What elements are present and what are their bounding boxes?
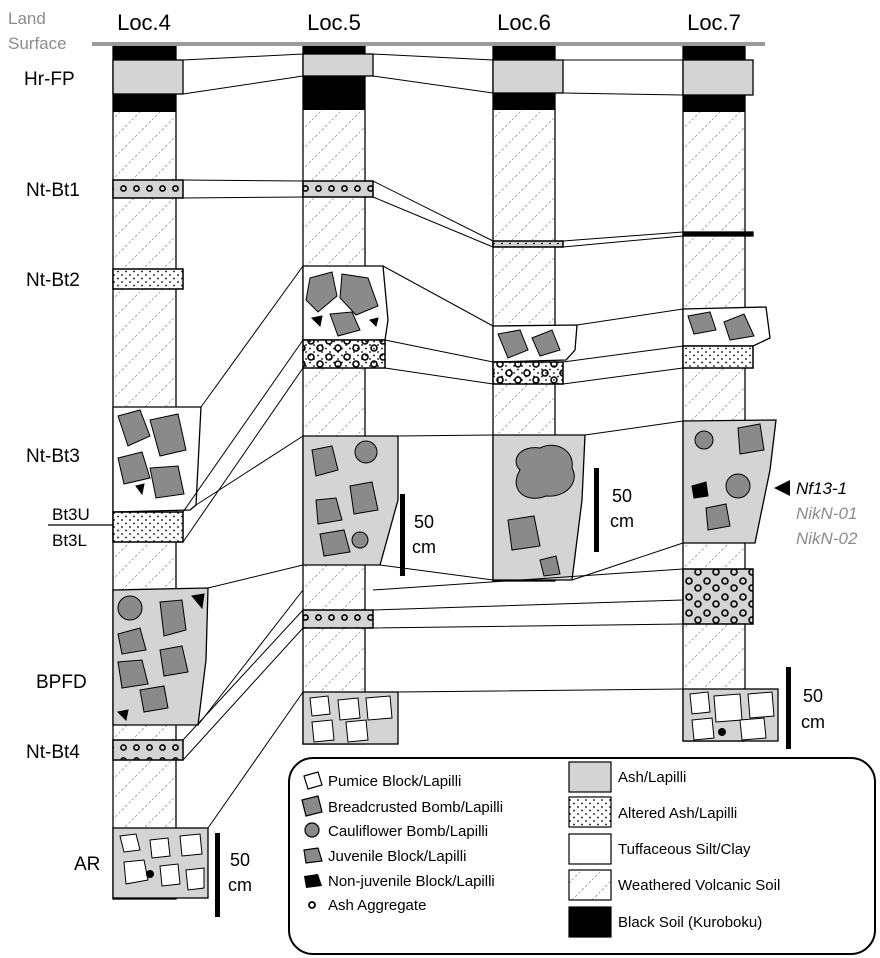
layer-labels: Hr-FP Nt-Bt1 Nt-Bt2 Nt-Bt3 Bt3U Bt3L BPF… [24,69,100,875]
legend-cauliflower-label: Cauliflower Bomb/Lapilli [328,823,488,840]
svg-text:50: 50 [414,512,434,532]
loc-6-label: Loc.6 [497,10,551,35]
juvenile-block-icon [304,848,322,863]
layer-label-bpfd: BPFD [36,672,87,693]
svg-text:Land: Land [8,9,46,28]
scale-bar-loc5: 50 cm [400,494,436,576]
black-soil-layers [113,44,745,112]
tuffaceous-silt-swatch [569,834,611,864]
correlation-lines [183,54,683,828]
scale-bar-loc4: 50 cm [215,833,252,917]
legend-pumice-label: Pumice Block/Lapilli [328,773,461,790]
svg-text:cm: cm [610,511,634,531]
legend-juvenile-label: Juvenile Block/Lapilli [328,848,466,865]
legend-weathered-label: Weathered Volcanic Soil [618,877,780,894]
svg-text:50: 50 [230,850,250,870]
breadcrusted-bomb-icon [302,796,322,816]
scale-bar-loc7: 50 cm [786,667,825,749]
scale-bar-loc6: 50 cm [594,468,634,552]
nt-bt2-layers [113,266,770,384]
weathered-soil-swatch [569,870,611,900]
svg-text:Surface: Surface [8,34,67,53]
legend-ash-aggregate-label: Ash Aggregate [328,897,426,914]
nt-bt3-layers [113,407,776,580]
cauliflower-bomb-icon [305,823,319,837]
legend-ash-label: Ash/Lapilli [618,769,686,786]
nt-bt1-layers [113,180,753,247]
layer-label-bt3l: Bt3L [52,531,87,550]
layer-label-nt-bt4: Nt-Bt4 [26,742,80,763]
layer-label-bt3u: Bt3U [52,505,90,524]
legend: Pumice Block/Lapilli Breadcrusted Bomb/L… [289,758,875,954]
layer-label-nt-bt1: Nt-Bt1 [26,180,80,201]
column-loc5 [303,44,365,744]
location-headings: Loc.4 Loc.5 Loc.6 Loc.7 [117,10,741,35]
land-surface-label: Land Surface [8,9,67,53]
layer-label-nt-bt2: Nt-Bt2 [26,270,80,291]
legend-black-soil-label: Black Soil (Kuroboku) [618,914,762,931]
svg-text:50: 50 [803,686,823,706]
layer-label-hr-fp: Hr-FP [24,69,75,90]
column-loc7 [683,44,745,741]
svg-text:cm: cm [228,875,252,895]
svg-text:50: 50 [612,486,632,506]
loc-4-label: Loc.4 [117,10,171,35]
black-soil-swatch [569,907,611,937]
legend-tuffaceous-label: Tuffaceous Silt/Clay [618,841,751,858]
sample-nf13-1: Nf13-1 [796,479,847,498]
sample-nikn-02: NikN-02 [796,529,858,548]
ash-lapilli-swatch [569,762,611,792]
svg-text:cm: cm [801,712,825,732]
legend-altered-label: Altered Ash/Lapilli [618,805,737,822]
layer-label-ar: AR [74,854,100,875]
svg-text:cm: cm [412,537,436,557]
legend-nonjuvenile-label: Non-juvenile Block/Lapilli [328,873,495,890]
sample-arrow-icon [774,480,790,496]
sample-nikn-01: NikN-01 [796,504,857,523]
layer-label-nt-bt3: Nt-Bt3 [26,446,80,467]
loc-7-label: Loc.7 [687,10,741,35]
legend-breadcrusted-label: Breadcrusted Bomb/Lapilli [328,799,503,816]
sample-labels: Nf13-1 NikN-01 NikN-02 [774,479,858,548]
loc-5-label: Loc.5 [307,10,361,35]
